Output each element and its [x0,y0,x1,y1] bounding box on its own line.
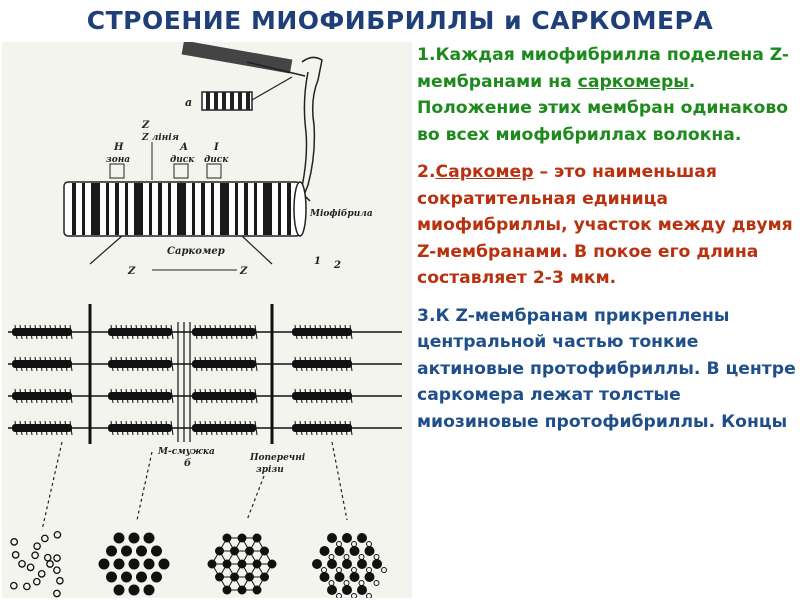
mixed-cross-section [327,585,337,595]
label-h-1: Н [113,142,124,153]
band-stripe [91,183,100,235]
point-2-number: 2. [417,162,436,182]
myosin-cross-section [136,546,147,557]
myofibril-sarcomere-diagram: а Z Z лінія Н зона А диск І диск Міофібр… [2,42,412,598]
label-cross-1: Поперечні [249,453,306,463]
band-stripe [192,183,195,235]
myosin-cross-section [151,546,162,557]
myosin-cross-section [114,533,125,544]
band-stripe [149,183,152,235]
label-z-line: Z лінія [141,133,179,143]
mixed-cross-section [342,559,352,569]
band-stripe [211,183,214,235]
myosin-cross-section [121,572,132,583]
mixed-cross-section [320,546,330,556]
label-i-disk-1: І [213,142,219,153]
point-3-number: 3. [417,306,436,326]
band-stripe [254,183,257,235]
band-stripe [263,183,272,235]
point-1-number: 1. [417,45,436,65]
label-2: 2 [333,260,341,271]
mixed-cross-section [372,559,382,569]
myosin-cross-section [136,572,147,583]
sarcomere-link[interactable]: Саркомер [436,162,534,182]
myosin-cross-section [129,585,140,596]
mixed-cross-section [357,585,367,595]
band-stripe [106,183,109,235]
label-1: 1 [314,256,321,267]
label-myofibril: Міофібрила [309,208,373,219]
myosin-cross-section [114,559,125,570]
mixed-cross-section [342,533,352,543]
sarcomeres-link[interactable]: саркомеры [578,72,689,92]
mixed-cross-section [350,546,360,556]
point-1: 1.Каждая миофибрилла поделена Z-мембрана… [417,42,797,148]
small-stripe [206,92,210,110]
small-stripe [246,92,250,110]
band-stripe [158,183,162,235]
myosin-cross-section [129,559,140,570]
label-cross-2: зрізи [256,465,284,475]
mixed-cross-section [335,572,345,582]
small-stripe [222,92,226,110]
band-stripe [177,183,186,235]
label-a-disk-1: А [179,142,188,153]
page-title: СТРОЕНИЕ МИОФИБРИЛЛЫ и САРКОМЕРА [0,6,800,35]
band-stripe [235,183,238,235]
band-stripe [72,183,76,235]
band-stripe [82,183,85,235]
band-stripe [134,183,143,235]
myosin-cross-section [144,533,155,544]
band-stripe [115,183,119,235]
label-sarcomere: Саркомер [167,246,225,257]
point-3: 3.К Z-мембранам прикреплены центральной … [417,303,797,436]
myosin-cross-section [99,559,110,570]
myosin-cross-section [106,572,117,583]
myosin-cross-section [151,572,162,583]
label-m-band: М-смужка [157,447,215,457]
band-stripe [125,183,128,235]
myosin-cross-section [144,585,155,596]
label-z-left: Z [127,266,136,277]
mixed-cross-section [357,533,367,543]
mixed-cross-section [357,559,367,569]
mixed-cross-section [350,572,360,582]
text-column: 1.Каждая миофибрилла поделена Z-мембрана… [417,42,797,446]
myosin-cross-section [121,546,132,557]
mixed-cross-section [342,585,352,595]
band-stripe [201,183,205,235]
myosin-cross-section [159,559,170,570]
mixed-cross-section [335,546,345,556]
myofibril-cylinder [64,182,306,236]
band-stripe [220,183,229,235]
small-stripe [230,92,234,110]
label-b: б [184,458,191,469]
label-z-right: Z [239,266,248,277]
label-a: а [185,96,192,109]
myosin-cross-section [144,559,155,570]
band-stripe [244,183,248,235]
mixed-cross-section [320,572,330,582]
mixed-cross-section [312,559,322,569]
point-3-text: К Z-мембранам прикреплены центральной ча… [417,306,796,432]
mixed-cross-section [327,559,337,569]
point-2: 2.Саркомер – это наименьшая сократительн… [417,159,797,292]
small-stripe [214,92,218,110]
label-z-line-letter: Z [141,120,150,131]
myosin-cross-section [106,546,117,557]
mixed-cross-section [327,533,337,543]
mixed-cross-section [365,572,375,582]
band-stripe [168,183,171,235]
small-stripe [238,92,242,110]
band-stripe [278,183,281,235]
mixed-cross-section [365,546,375,556]
myosin-cross-section [114,585,125,596]
band-stripe [287,183,291,235]
myosin-cross-section [129,533,140,544]
